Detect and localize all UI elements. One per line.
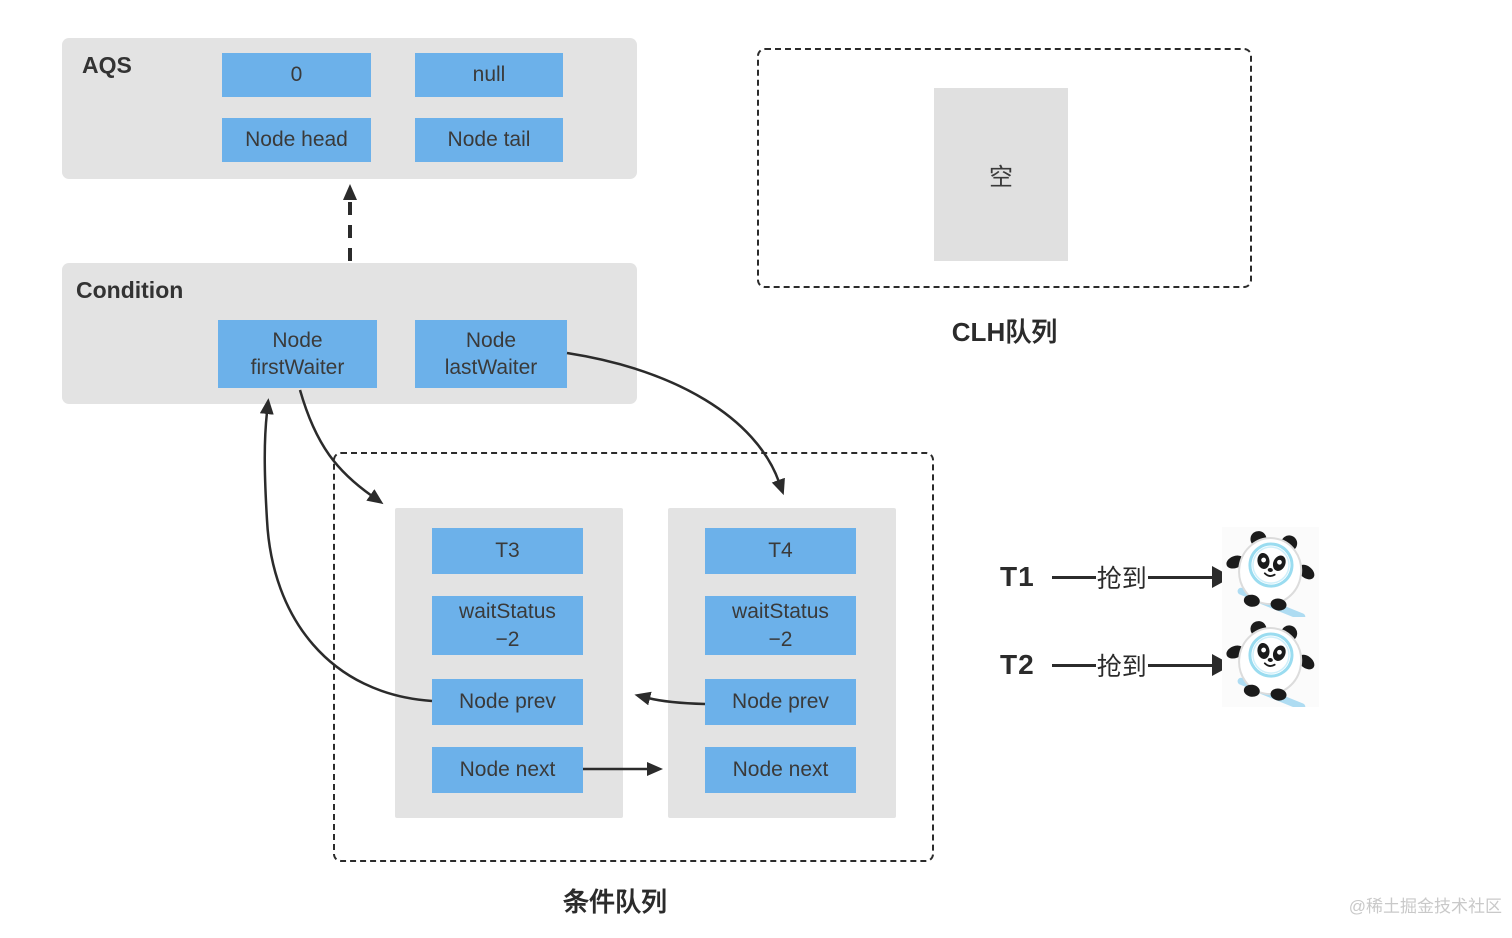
queue-node-t4: T4 waitStatus −2 Node prev Node next xyxy=(668,508,896,818)
t2-arrow-segment2 xyxy=(1147,663,1212,667)
watermark: @稀土掘金技术社区 xyxy=(1348,897,1502,916)
panda-mascot-icon-t2 xyxy=(1222,617,1319,707)
condition-firstwaiter-cell: Node firstWaiter xyxy=(218,320,377,388)
thread-row-t2: T2 抢到 xyxy=(1000,641,1232,689)
t3-prev-cell: Node prev xyxy=(432,679,583,725)
thread-row-t1: T1 抢到 xyxy=(1000,553,1232,601)
t1-action-label: 抢到 xyxy=(1096,565,1147,593)
t1-arrow-segment2 xyxy=(1147,575,1212,579)
thread-t2-label: T2 xyxy=(1000,649,1035,680)
clh-queue-box: 空 xyxy=(757,48,1252,288)
t2-action-label: 抢到 xyxy=(1096,653,1147,681)
t4-thread-cell: T4 xyxy=(705,528,856,574)
aqs-panel-title: AQS xyxy=(82,52,132,78)
t2-arrow-segment xyxy=(1051,663,1096,667)
condition-lastwaiter-cell: Node lastWaiter xyxy=(415,320,567,388)
t3-waitstatus-cell: waitStatus −2 xyxy=(432,596,583,655)
t3-next-cell: Node next xyxy=(432,747,583,793)
clh-empty-node: 空 xyxy=(934,88,1068,261)
aqs-state-cell: 0 xyxy=(222,53,371,97)
condition-queue-title: 条件队列 xyxy=(562,887,667,917)
aqs-owner-cell: null xyxy=(415,53,563,97)
t1-arrow-segment xyxy=(1051,575,1096,579)
t4-prev-cell: Node prev xyxy=(705,679,856,725)
panda-mascot-icon-t1 xyxy=(1222,527,1319,617)
t4-waitstatus-cell: waitStatus −2 xyxy=(705,596,856,655)
condition-panel: Condition Node firstWaiter Node lastWait… xyxy=(62,263,637,404)
aqs-panel: AQS 0 null Node head Node tail xyxy=(62,38,637,179)
t4-next-cell: Node next xyxy=(705,747,856,793)
condition-panel-title: Condition xyxy=(76,277,184,303)
aqs-tail-cell: Node tail xyxy=(415,118,563,162)
t3-thread-cell: T3 xyxy=(432,528,583,574)
thread-t1-label: T1 xyxy=(1000,561,1035,592)
clh-queue-title: CLH队列 xyxy=(951,317,1058,347)
aqs-head-cell: Node head xyxy=(222,118,371,162)
queue-node-t3: T3 waitStatus −2 Node prev Node next xyxy=(395,508,623,818)
